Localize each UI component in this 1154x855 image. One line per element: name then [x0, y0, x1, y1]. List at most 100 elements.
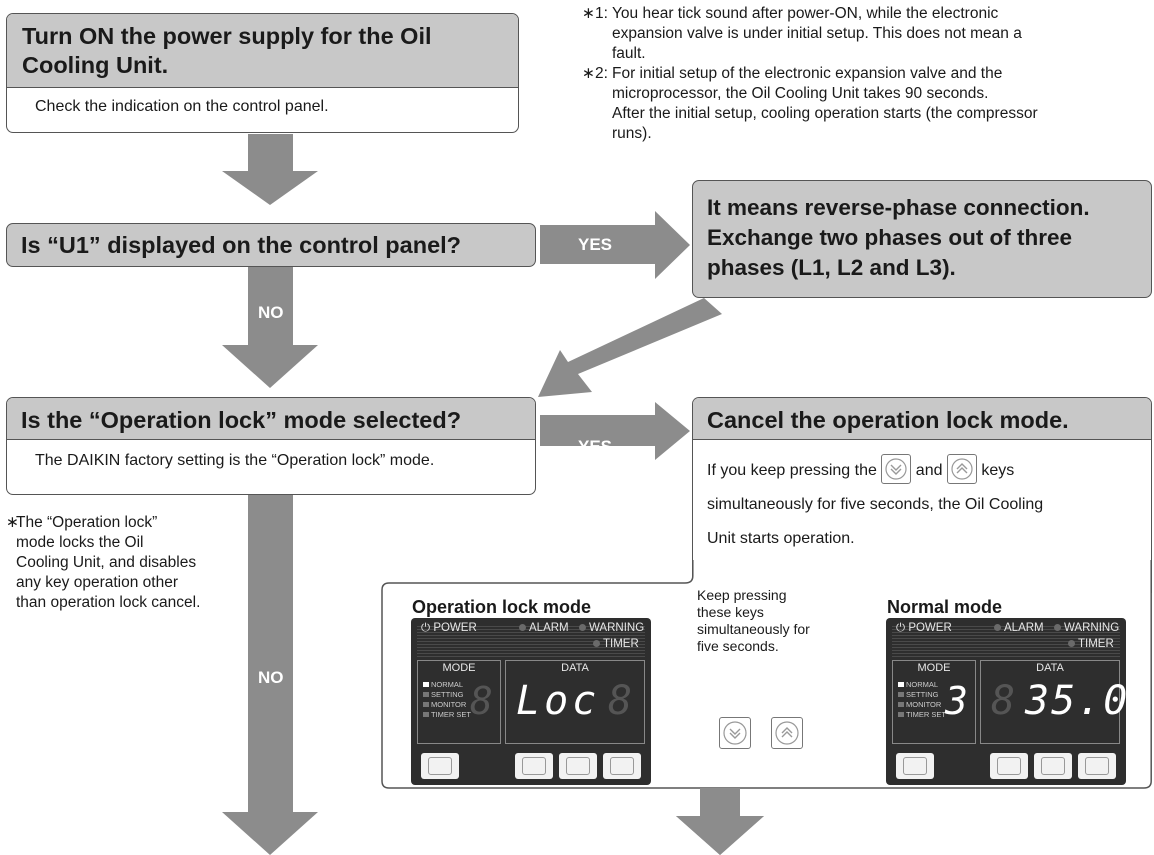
mode-name: NORMAL: [906, 680, 939, 689]
control-panel-normal-mode: ⏻ POWER ALARM WARNING TIMER MODE NORMAL …: [886, 618, 1127, 785]
cancel-text: simultaneously for five seconds, the Oil…: [707, 496, 1044, 513]
keep-text: Keep pressing: [697, 587, 787, 603]
mode-name: MONITOR: [431, 700, 467, 709]
normal-panel-caption: Normal mode: [887, 597, 1003, 617]
data-display: 35.0: [1025, 678, 1130, 724]
mode-digit-display: 3: [945, 679, 968, 723]
lock-panel-caption: Operation lock mode: [412, 597, 592, 617]
power-on-step-box: Turn ON the power supply for the Oil Coo…: [6, 13, 519, 133]
power-icon: ⏻: [896, 622, 906, 634]
mode-digit-display: 8: [470, 679, 493, 723]
u1-question-box: Is “U1” displayed on the control panel?: [6, 223, 536, 267]
reverse-phase-text: Exchange two phases out of three: [707, 225, 1073, 250]
mode-indicator: [423, 692, 429, 697]
mode-label: MODE: [917, 662, 951, 674]
data-display: Loc: [516, 678, 601, 724]
data-label: DATA: [561, 662, 589, 674]
mode-name: SETTING: [906, 690, 939, 699]
mode-name: NORMAL: [431, 680, 464, 689]
note-text: The “Operation lock”: [16, 514, 158, 531]
down-key-icon: [515, 753, 553, 779]
up-key-icon: [1034, 753, 1072, 779]
alarm-label: ALARM: [529, 622, 569, 634]
down-key-icon: [719, 717, 751, 749]
return-key-icon: [896, 753, 934, 779]
mode-label: MODE: [442, 662, 476, 674]
power-icon: ⏻: [421, 622, 431, 634]
footnote-text: You hear tick sound after power-ON, whil…: [612, 5, 999, 22]
alarm-lamp: [994, 624, 1001, 632]
mode-section: MODE NORMAL SETTING MONITOR TIMER SET 8: [417, 660, 501, 744]
enter-key-icon: [1078, 753, 1116, 779]
power-label: POWER: [908, 622, 952, 634]
step-title: Turn ON the power supply for the Oil Coo…: [7, 14, 518, 88]
footnote-text: After the initial setup, cooling operati…: [612, 105, 1038, 122]
data-section: DATA 8 35.0: [980, 660, 1127, 744]
mode-indicator: [898, 702, 904, 707]
arrow-q1-yes: [540, 211, 690, 279]
question-text: Is “U1” displayed on the control panel?: [21, 232, 462, 258]
yes-label: YES: [578, 437, 613, 456]
warning-label: WARNING: [589, 622, 645, 634]
footnote-text: microprocessor, the Oil Cooling Unit tak…: [612, 85, 989, 102]
note-mark: ∗: [6, 514, 19, 531]
timer-label: TIMER: [603, 638, 639, 650]
return-key-icon: [421, 753, 459, 779]
cancel-title: Cancel the operation lock mode.: [693, 398, 1151, 440]
mode-name: TIMER SET: [431, 710, 472, 719]
keep-text: five seconds.: [697, 638, 779, 654]
keep-pressing-text: Keep pressing these keys simultaneously …: [697, 587, 810, 655]
reverse-phase-text: phases (L1, L2 and L3).: [707, 255, 956, 280]
timer-lamp: [593, 640, 600, 648]
yes-label: YES: [578, 235, 613, 254]
no-label: NO: [258, 668, 284, 687]
step-text: Check the indication on the control pane…: [35, 98, 329, 115]
up-key-icon: [559, 753, 597, 779]
cancel-text: keys: [981, 462, 1015, 479]
mode-name: SETTING: [431, 690, 464, 699]
note-text: any key operation other: [16, 574, 178, 591]
down-key-icon: [990, 753, 1028, 779]
cancel-text: and: [915, 462, 943, 479]
alarm-label: ALARM: [1004, 622, 1044, 634]
keep-text: simultaneously for: [697, 621, 810, 637]
footnote-mark: ∗2:: [582, 65, 608, 82]
note-text: mode locks the Oil: [16, 534, 144, 551]
footnote-text: runs).: [612, 125, 652, 142]
data-display-blank: 8: [608, 678, 633, 724]
cancel-text: Unit starts operation.: [707, 530, 855, 547]
cancel-text: If you keep pressing the: [707, 462, 877, 479]
warning-label: WARNING: [1064, 622, 1120, 634]
operation-lock-question-box: Is the “Operation lock” mode selected? T…: [6, 397, 536, 495]
reverse-phase-box: It means reverse-phase connection. Excha…: [692, 180, 1152, 298]
mode-indicator: [423, 712, 429, 717]
lock-mode-note: ∗The “Operation lock” mode locks the Oil…: [6, 513, 200, 613]
mode-indicator: [898, 682, 904, 687]
warning-lamp: [1054, 624, 1061, 632]
power-label: POWER: [433, 622, 477, 634]
up-key-icon: [946, 453, 977, 484]
mode-section: MODE NORMAL SETTING MONITOR TIMER SET 3: [892, 660, 976, 744]
mode-name: MONITOR: [906, 700, 942, 709]
arrow-box1-to-q1: [222, 134, 318, 205]
mode-name: TIMER SET: [906, 710, 947, 719]
mode-indicator: [898, 692, 904, 697]
panel-indicator-strip: [892, 624, 1120, 658]
arrow-reverse-to-q2: [538, 298, 722, 397]
footnote-text: For initial setup of the electronic expa…: [612, 65, 1003, 82]
timer-lamp: [1068, 640, 1075, 648]
mode-indicator: [423, 702, 429, 707]
timer-label: TIMER: [1078, 638, 1114, 650]
panel-indicator-strip: [417, 624, 645, 658]
note-text: Cooling Unit, and disables: [16, 554, 197, 571]
footnotes: ∗1:You hear tick sound after power-ON, w…: [582, 4, 1154, 144]
down-key-icon: [881, 453, 912, 484]
note-text: than operation lock cancel.: [16, 594, 201, 611]
alarm-lamp: [519, 624, 526, 632]
no-label: NO: [258, 303, 284, 322]
data-section: DATA Loc 8: [505, 660, 645, 744]
data-label: DATA: [1036, 662, 1064, 674]
keep-text: these keys: [697, 604, 764, 620]
mode-indicator: [898, 712, 904, 717]
